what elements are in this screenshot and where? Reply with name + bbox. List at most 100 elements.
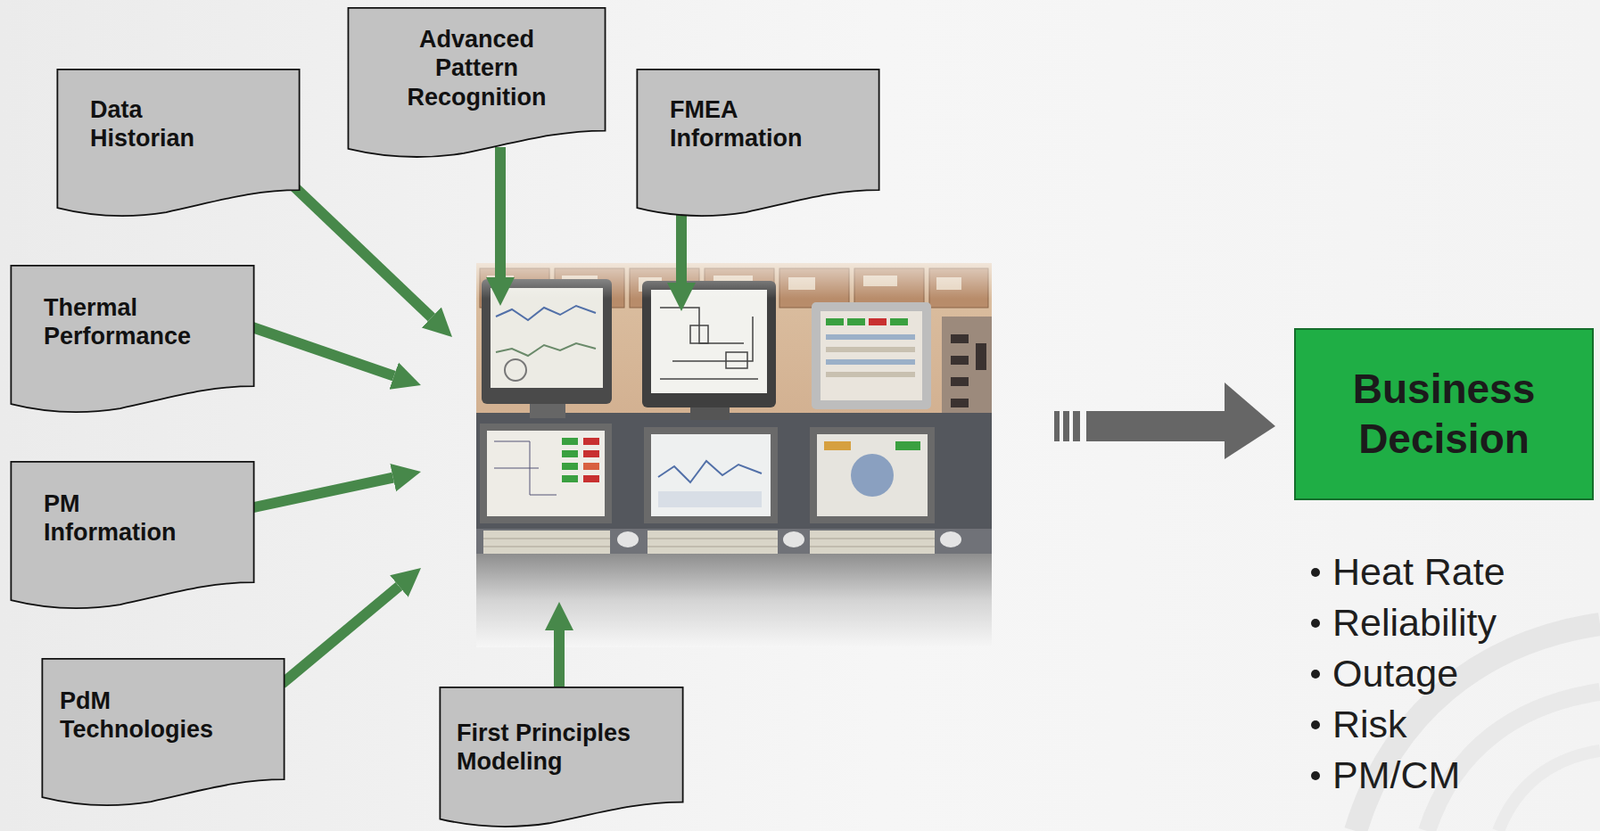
green-arrows-part (553, 630, 565, 696)
document-text: PdM Technologies (59, 686, 239, 745)
document-outline (636, 69, 879, 216)
control-room-photo-part (476, 412, 992, 540)
bullet-item: Risk (1311, 701, 1408, 748)
control-room-photo-part (479, 423, 612, 524)
bullet-item: PM/CM (1311, 751, 1460, 799)
document-label: PdM Technologies (59, 686, 239, 745)
control-room-photo-part-part (561, 437, 578, 446)
control-room-photo-part-part (583, 475, 600, 483)
document-text: PM Information (43, 489, 205, 548)
control-room-photo-part (476, 263, 992, 299)
document-text: Data Historian (90, 95, 242, 154)
control-room-photo-part-part (690, 325, 709, 344)
gray-output-arrow (1054, 382, 1276, 460)
bullet-dot (1311, 618, 1320, 628)
control-room-photo-part (850, 453, 894, 497)
control-room-photo-part-part (868, 318, 887, 326)
control-room-photo-part (561, 437, 600, 483)
control-room-photo (476, 263, 992, 648)
control-room-photo-part (651, 289, 768, 394)
document-box: FMEA Information (635, 68, 881, 217)
control-room-photo-part (642, 280, 776, 408)
outcome-label: Heat Rate (1332, 550, 1506, 594)
control-room-photo-part-part (975, 343, 987, 371)
document-text: Advanced Pattern Recognition (383, 24, 571, 112)
control-room-photo-part (483, 530, 611, 554)
document-box: Advanced Pattern Recognition (346, 7, 607, 158)
control-room-photo-part (816, 434, 928, 517)
green-arrows (249, 147, 682, 696)
decision-box: Business Decision (1294, 328, 1594, 501)
document-outline (10, 265, 254, 413)
control-room-photo-part (483, 538, 935, 547)
green-arrows-part (285, 178, 432, 318)
bullet-dot (1311, 669, 1320, 679)
control-room-photo-part-part (561, 450, 578, 458)
control-room-photo-part-part (483, 538, 935, 547)
outcome-label: Risk (1332, 702, 1408, 746)
document-box: Data Historian (56, 68, 301, 217)
control-room-photo-part (643, 427, 778, 524)
control-room-photo-part-part (890, 318, 908, 326)
control-room-photo-part (783, 531, 805, 548)
control-room-photo-part (495, 305, 596, 321)
control-room-photo-part (820, 311, 923, 401)
control-room-photo-part-part (825, 334, 916, 340)
control-room-photo-part-part (950, 334, 969, 344)
outcome-label: Outage (1332, 651, 1459, 695)
document-outline (439, 687, 683, 827)
document-box: PdM Technologies (41, 658, 286, 807)
control-room-photo-part-part (825, 371, 916, 378)
bullet-dot (1311, 771, 1320, 781)
document-text: Thermal Performance (43, 293, 214, 352)
green-arrows-part (281, 586, 399, 685)
control-room-photo-part-part (950, 355, 969, 365)
control-room-photo-part (895, 441, 921, 451)
control-room-photo-part-part (561, 475, 578, 483)
document-outline (57, 69, 299, 216)
control-room-photo-part-part (847, 318, 866, 326)
control-room-photo-part (529, 404, 566, 419)
outcome-label: PM/CM (1332, 753, 1460, 797)
control-room-photo-part (647, 530, 778, 554)
control-room-photo-part-part (583, 437, 600, 446)
control-room-photo-part (494, 441, 557, 495)
control-room-photo-part-part (825, 359, 916, 365)
gray-output-arrow-part (1086, 411, 1228, 442)
control-room-photo-part-part (494, 441, 557, 495)
green-arrows-part (494, 147, 506, 278)
control-room-photo-part-part (583, 450, 600, 458)
control-room-photo-part-part (494, 468, 539, 470)
green-arrows-part (249, 326, 395, 377)
document-label: FMEA Information (669, 95, 840, 154)
bullet-dot (1311, 568, 1320, 578)
gray-output-arrow-part (1063, 411, 1070, 442)
control-room-photo-part-part (583, 462, 600, 471)
control-room-photo-part (809, 530, 935, 554)
document-outline (10, 461, 254, 609)
control-room-photo-part (504, 359, 527, 381)
control-room-photo-part (486, 430, 605, 517)
green-arrows-part (249, 478, 394, 509)
control-room-photo-part (659, 307, 759, 380)
outcome-label: Reliability (1332, 601, 1497, 644)
document-label: First Principles Modeling (456, 718, 667, 777)
control-room-photo-part (476, 553, 992, 648)
control-room-photo-part (690, 407, 730, 421)
box-title: Business Decision (1313, 364, 1575, 463)
control-room-photo-part (811, 302, 932, 410)
document-label: Data Historian (90, 95, 242, 154)
control-room-photo-part (495, 343, 596, 356)
document-outline (41, 659, 284, 806)
control-room-photo-part (476, 528, 992, 556)
control-room-photo-part (617, 531, 639, 548)
document-box: First Principles Modeling (438, 686, 685, 828)
control-room-photo-part (940, 531, 962, 548)
document-box: Thermal Performance (9, 264, 256, 413)
control-room-photo-part (490, 288, 603, 388)
document-text: FMEA Information (669, 95, 840, 154)
document-label: Advanced Pattern Recognition (383, 24, 571, 112)
bullet-dot (1311, 720, 1320, 730)
document-label: PM Information (43, 489, 205, 548)
